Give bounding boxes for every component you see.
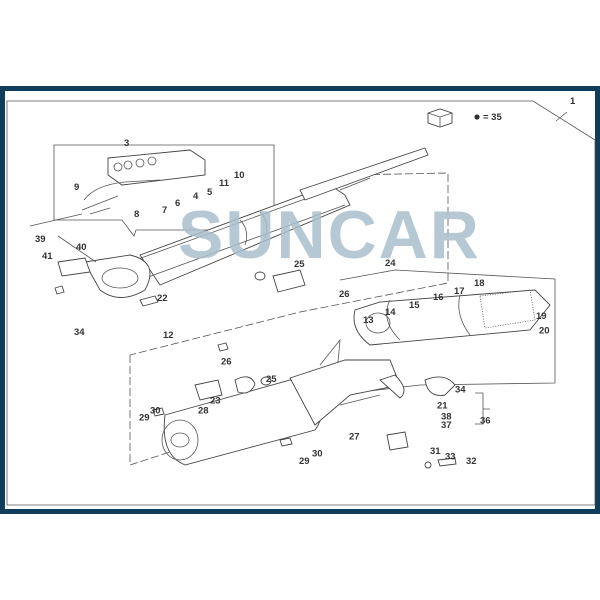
callout-label: 31 xyxy=(430,446,441,457)
callout-label: 26 xyxy=(221,357,232,368)
callout-label: 19 xyxy=(536,311,547,322)
callout-label: 36 xyxy=(480,416,491,427)
kit-note: = 35 xyxy=(483,112,502,123)
callout-label: 41 xyxy=(42,251,53,262)
callout-label: 13 xyxy=(363,315,374,326)
callout-label: 11 xyxy=(219,178,230,189)
piston-detail xyxy=(353,289,551,346)
guide-line xyxy=(129,355,171,466)
callout-label: 38 xyxy=(441,411,452,422)
callout-label: 40 xyxy=(76,242,87,253)
watermark: SUNCAR xyxy=(178,197,481,273)
bracket xyxy=(386,431,409,451)
callout-label: 25 xyxy=(294,259,305,270)
flange xyxy=(234,376,256,394)
cylinder-upper xyxy=(129,147,429,286)
callout-label: 24 xyxy=(385,258,396,269)
o-ring xyxy=(254,271,266,281)
callout-label: 39 xyxy=(35,234,46,245)
callout-label: 32 xyxy=(466,456,477,467)
cylinder-lower xyxy=(161,359,405,466)
callout-label: 34 xyxy=(455,385,466,396)
callout-label: 30 xyxy=(150,406,161,417)
valve-block xyxy=(81,149,206,211)
callout-label: 30 xyxy=(312,449,323,460)
callout-label: 28 xyxy=(198,406,209,417)
bolt xyxy=(279,437,293,447)
bracket-group-line xyxy=(475,392,490,425)
callout-label: 6 xyxy=(175,198,180,209)
callout-label: 26 xyxy=(339,289,350,300)
detail-inset-right xyxy=(319,269,556,396)
callout-label: 34 xyxy=(74,327,85,338)
pin xyxy=(194,379,223,401)
svg-text:SUNCAR: SUNCAR xyxy=(178,197,481,273)
callout-label: 1 xyxy=(570,96,576,107)
washer xyxy=(424,461,432,469)
callout-label: 25 xyxy=(266,374,277,385)
callout-label: 3 xyxy=(124,138,129,149)
detail-inset-top xyxy=(53,144,275,237)
kit-box-icon xyxy=(427,108,453,128)
callout-label: 8 xyxy=(134,209,139,220)
leader-line xyxy=(29,207,111,263)
o-ring xyxy=(260,376,272,386)
callout-label: 7 xyxy=(162,205,167,216)
bullet-icon xyxy=(474,114,480,120)
callout-label: 17 xyxy=(454,286,465,297)
callout-label: 9 xyxy=(74,182,79,193)
callout-label: 29 xyxy=(299,456,310,467)
bolt xyxy=(54,285,65,295)
callout-label: 20 xyxy=(539,326,550,337)
bushing xyxy=(424,376,456,396)
diagram-frame xyxy=(6,100,596,506)
callout-label: 16 xyxy=(433,292,444,303)
bolt xyxy=(152,407,165,417)
callout-label: 37 xyxy=(441,420,452,431)
callout-label: 23 xyxy=(210,395,221,406)
callout-label: 33 xyxy=(445,452,456,463)
bolt xyxy=(217,342,229,352)
leader-line xyxy=(555,111,568,122)
callout-labels: 1 = 35 3 10 11 9 5 4 6 7 8 39 40 41 25 2… xyxy=(35,96,576,467)
callout-label: 18 xyxy=(474,278,485,289)
callout-label: 22 xyxy=(157,293,168,304)
callout-label: 29 xyxy=(139,413,150,424)
callout-label: 27 xyxy=(349,431,360,442)
callout-label: 10 xyxy=(234,170,245,181)
bolt xyxy=(437,457,457,467)
callout-label: 14 xyxy=(385,307,396,318)
callout-label: 21 xyxy=(437,401,448,412)
callout-label: 4 xyxy=(193,191,199,202)
clevis-end xyxy=(57,254,151,298)
callout-label: 12 xyxy=(163,330,174,341)
callout-label: 5 xyxy=(207,187,213,198)
bushing xyxy=(272,269,306,293)
bolt xyxy=(139,295,159,307)
callout-label: 15 xyxy=(409,300,420,311)
